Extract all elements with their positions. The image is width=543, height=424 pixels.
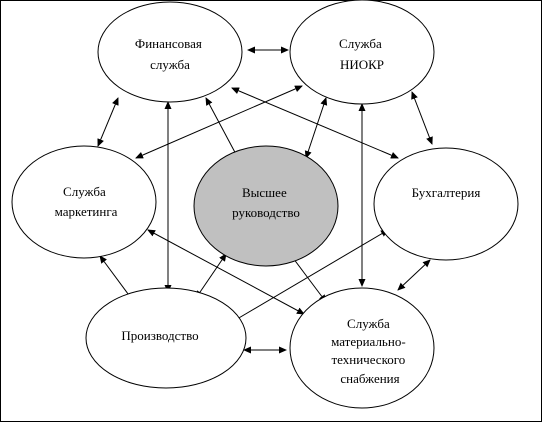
node-accounting-shape [373, 147, 519, 261]
node-finance: Финансовая служба [97, 1, 243, 103]
node-rnd: Служба НИОКР [289, 0, 435, 105]
edge-finance-marketing [97, 97, 119, 147]
node-rnd-shape [289, 0, 435, 105]
edges [97, 46, 433, 354]
node-finance-label: Финансовая служба [135, 36, 205, 72]
node-marketing-shape [11, 145, 157, 259]
edge-management-production [195, 253, 227, 299]
node-supply-shape [289, 287, 435, 409]
node-accounting-label: Бухгалтерия [412, 185, 481, 200]
edge-rnd-accounting [411, 91, 433, 145]
node-production-label: Производство [121, 328, 198, 343]
node-management-shape [193, 145, 339, 267]
node-management-label: Высшее руководство [232, 185, 300, 220]
edge-rnd-management [304, 97, 328, 159]
node-marketing: Служба маркетинга [11, 145, 157, 259]
node-management: Высшее руководство [193, 145, 339, 267]
node-marketing-label: Служба маркетинга [55, 184, 118, 219]
edge-accounting-production [231, 229, 389, 323]
node-accounting: Бухгалтерия [373, 147, 519, 261]
node-rnd-label: Служба НИОКР [339, 36, 385, 72]
node-finance-shape [97, 1, 243, 103]
edge-accounting-supply [397, 259, 431, 291]
node-supply-label: Служба материально- технического снабжен… [331, 316, 409, 386]
node-production: Производство [85, 287, 247, 389]
node-production-shape [85, 287, 247, 389]
edge-rnd-marketing [135, 85, 303, 159]
node-supply: Служба материально- технического снабжен… [289, 287, 435, 409]
